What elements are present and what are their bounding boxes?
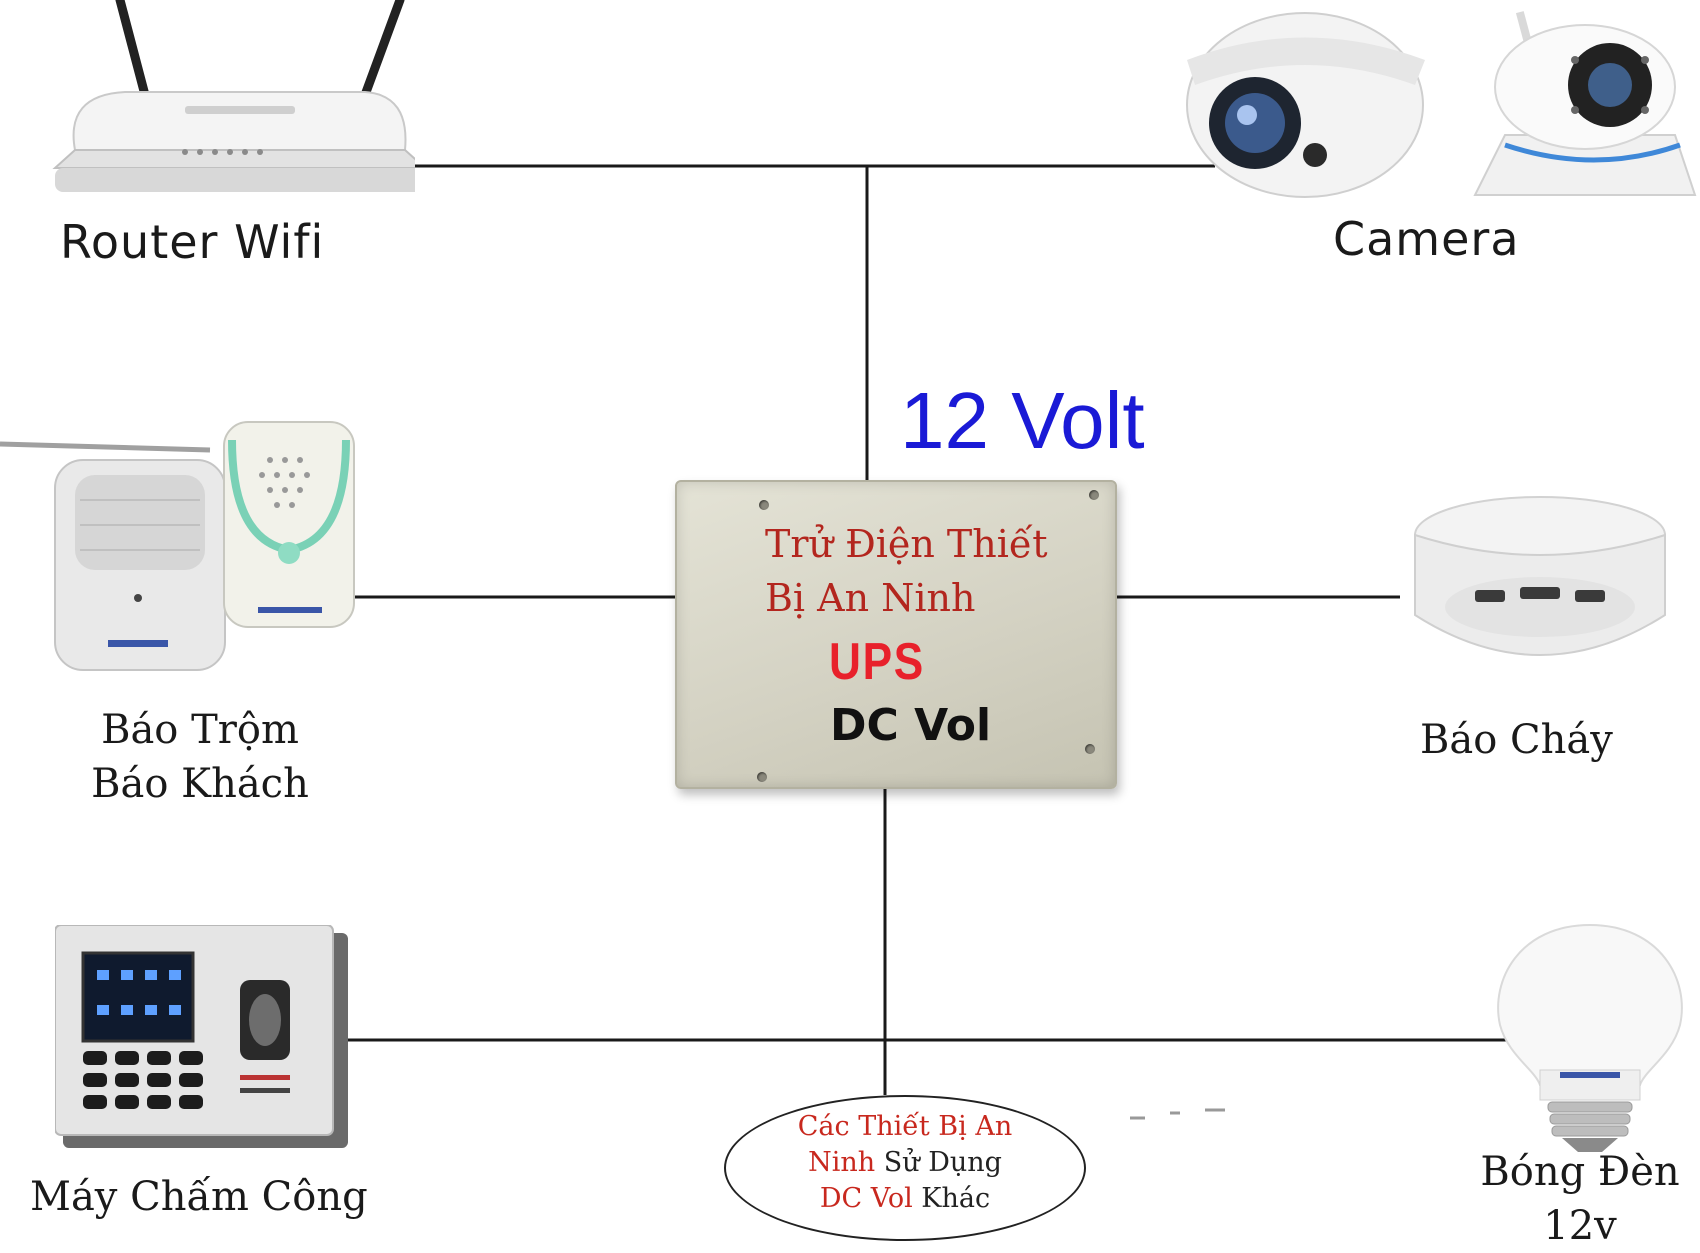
screw [1089, 490, 1099, 500]
camera-label: Camera [1333, 212, 1520, 266]
screw [757, 772, 767, 782]
screw [1085, 744, 1095, 754]
fire-alarm-label: Báo Cháy [1420, 717, 1613, 763]
alarm-icon [0, 421, 355, 671]
dc-vol-text: DC Vol [830, 700, 992, 751]
time-clock-icon [55, 925, 348, 1148]
other-devices-line3-dark: Khác [912, 1183, 991, 1214]
router-label: Router Wifi [60, 215, 325, 269]
camera-icon [1186, 11, 1697, 198]
alarm-label-line1: Báo Trộm [101, 707, 299, 753]
smoke-detector-icon [1414, 496, 1666, 656]
time-clock-label: Máy Chấm Công [30, 1174, 368, 1220]
bulb-label-line1: Bóng Đèn [1480, 1149, 1680, 1195]
bulb-label: Bóng Đèn 12v [1460, 1145, 1700, 1253]
ups-title-line1: Trử Điện Thiết [765, 522, 1048, 566]
ups-text: UPS [829, 633, 925, 691]
screw [759, 500, 769, 510]
other-devices-line1: Các Thiết Bị An [797, 1111, 1013, 1142]
bulb-label-line2: 12v [1543, 1203, 1617, 1249]
ups-box: Trử Điện Thiết Bị An Ninh UPS DC Vol [675, 480, 1117, 789]
voltage-label: 12 Volt [900, 376, 1145, 465]
alarm-label-line2: Báo Khách [91, 761, 309, 807]
ups-title-line2: Bị An Ninh [765, 576, 976, 620]
other-devices-oval: Các Thiết Bị An Ninh Sử Dụng DC Vol Khác [724, 1095, 1086, 1241]
ups-title: Trử Điện Thiết Bị An Ninh [765, 517, 1048, 625]
other-devices-line3-red: DC Vol [819, 1183, 913, 1214]
light-bulb-icon [1497, 923, 1683, 1152]
other-devices-line2-red: Ninh [808, 1147, 876, 1178]
alarm-label: Báo Trộm Báo Khách [70, 703, 330, 811]
router-icon [52, 0, 415, 192]
other-devices-line2-dark: Sử Dụng [875, 1147, 1002, 1178]
